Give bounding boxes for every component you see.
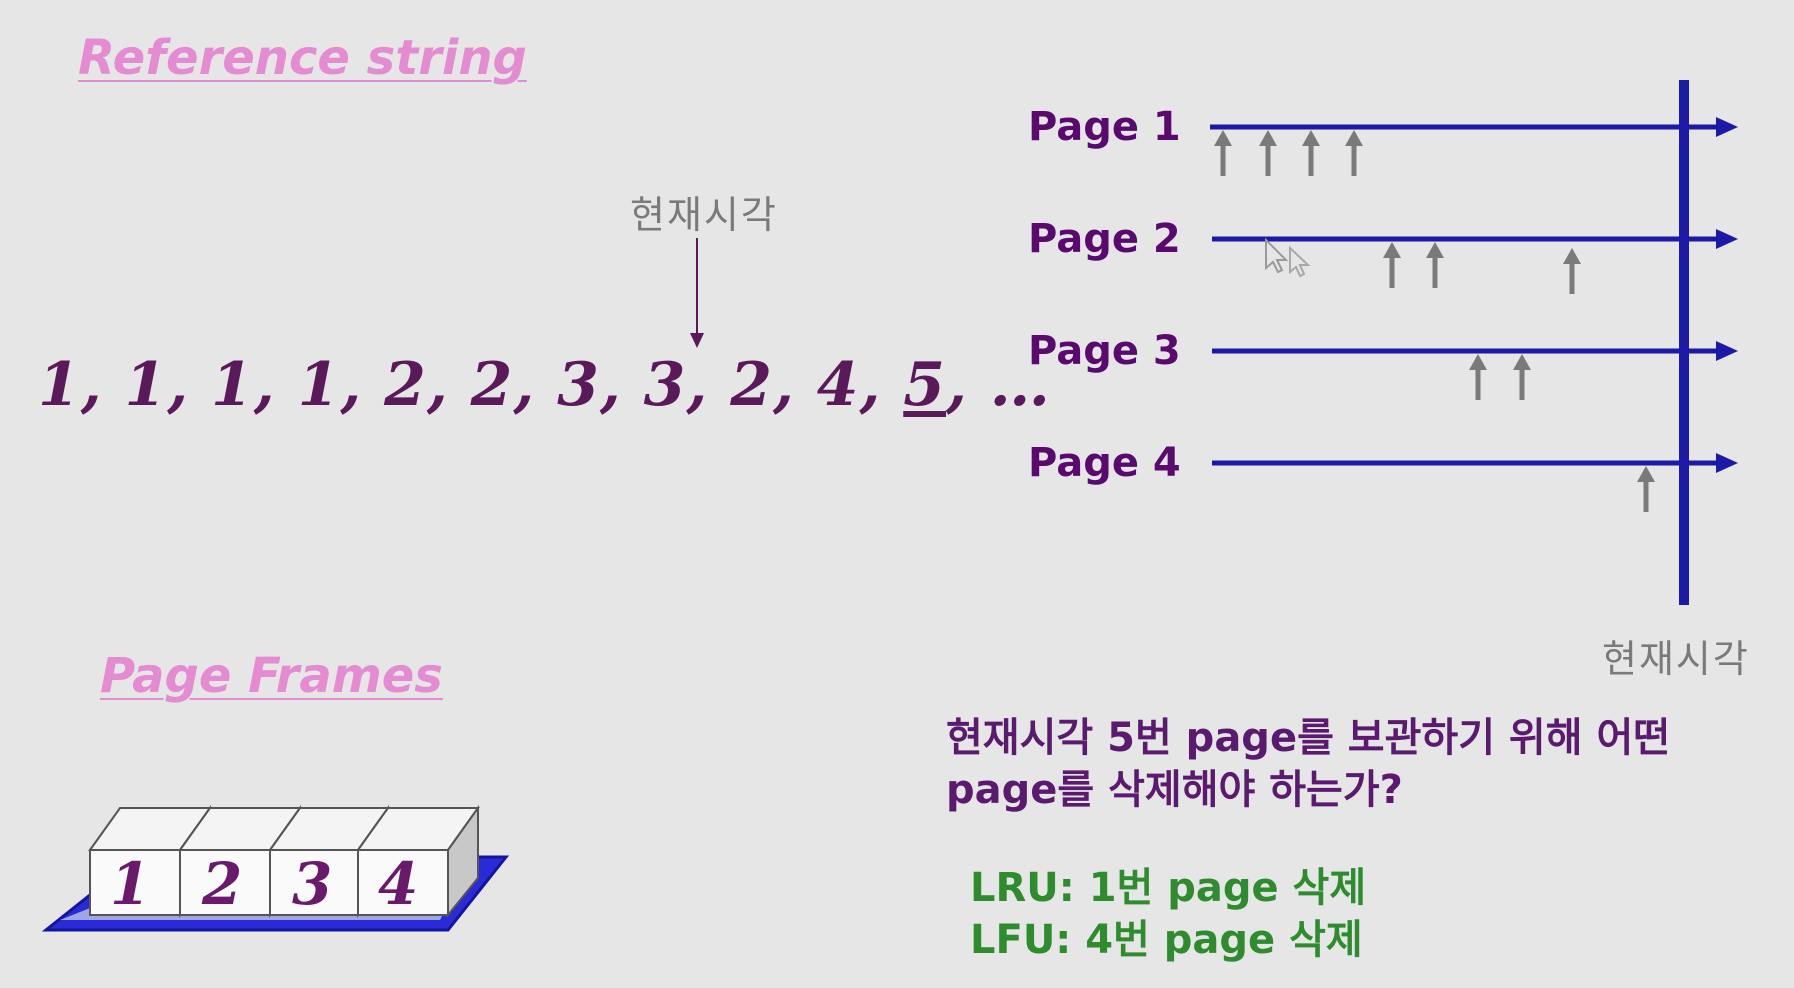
current-time-pointer-left [690,238,704,348]
page-timeline [1210,80,1738,605]
page-3-reference-arrows [1469,354,1531,400]
frame-number-1: 1 [110,850,150,918]
reference-arrow [1383,242,1401,288]
frame-number-3: 3 [292,850,332,918]
page-3-label: Page 3 [1028,328,1181,374]
reference-sequence-rest: , … [946,350,1051,420]
reference-arrow [1469,354,1487,400]
reference-arrow [1302,130,1320,176]
reference-arrow [1214,130,1232,176]
question-line-2: page를 삭제해야 하는가? [946,767,1403,813]
reference-arrow [1345,130,1363,176]
reference-string-heading: Reference string [78,30,527,86]
reference-sequence-past: 1, 1, 1, 1, 2, 2, 3, 3, 2, 4, [38,350,904,420]
page-4-timeline [1212,453,1738,473]
question-line-1: 현재시각 5번 page를 보관하기 위해 어떤 [946,715,1671,761]
page-frames-diagram: 1 2 3 4 [41,804,510,932]
current-time-label-left: 현재시각 [630,193,778,237]
lru-answer: LRU: 1번 page 삭제 [970,865,1367,911]
page-frames-heading: Page Frames [100,648,443,704]
reference-arrow [1259,130,1277,176]
current-time-label-right: 현재시각 [1602,637,1750,681]
page-2-timeline [1212,229,1738,249]
page-2-reference-arrows [1383,242,1581,294]
reference-sequence: 1, 1, 1, 1, 2, 2, 3, 3, 2, 4, 5, … [38,350,1051,420]
page-4-reference-arrows [1637,466,1655,512]
frame-number-2: 2 [201,850,242,918]
reference-current: 5 [903,350,947,420]
reference-arrow [1426,242,1444,288]
page-4-label: Page 4 [1028,440,1181,486]
reference-arrow [1637,466,1655,512]
page-1-reference-arrows [1214,130,1363,176]
mouse-cursor-icon [1265,237,1311,278]
page-2-label: Page 2 [1028,216,1181,262]
frame-number-4: 4 [378,850,418,918]
reference-arrow [1563,248,1581,294]
page-1-label: Page 1 [1028,104,1181,150]
lfu-answer: LFU: 4번 page 삭제 [970,917,1363,963]
page-3-timeline [1212,341,1738,361]
replacement-question: 현재시각 5번 page를 보관하기 위해 어떤 page를 삭제해야 하는가? [946,712,1670,816]
frame-box-4: 4 [356,804,480,918]
replacement-answers: LRU: 1번 page 삭제 LFU: 4번 page 삭제 [970,862,1366,966]
reference-arrow [1513,354,1531,400]
page-1-timeline [1210,117,1738,137]
